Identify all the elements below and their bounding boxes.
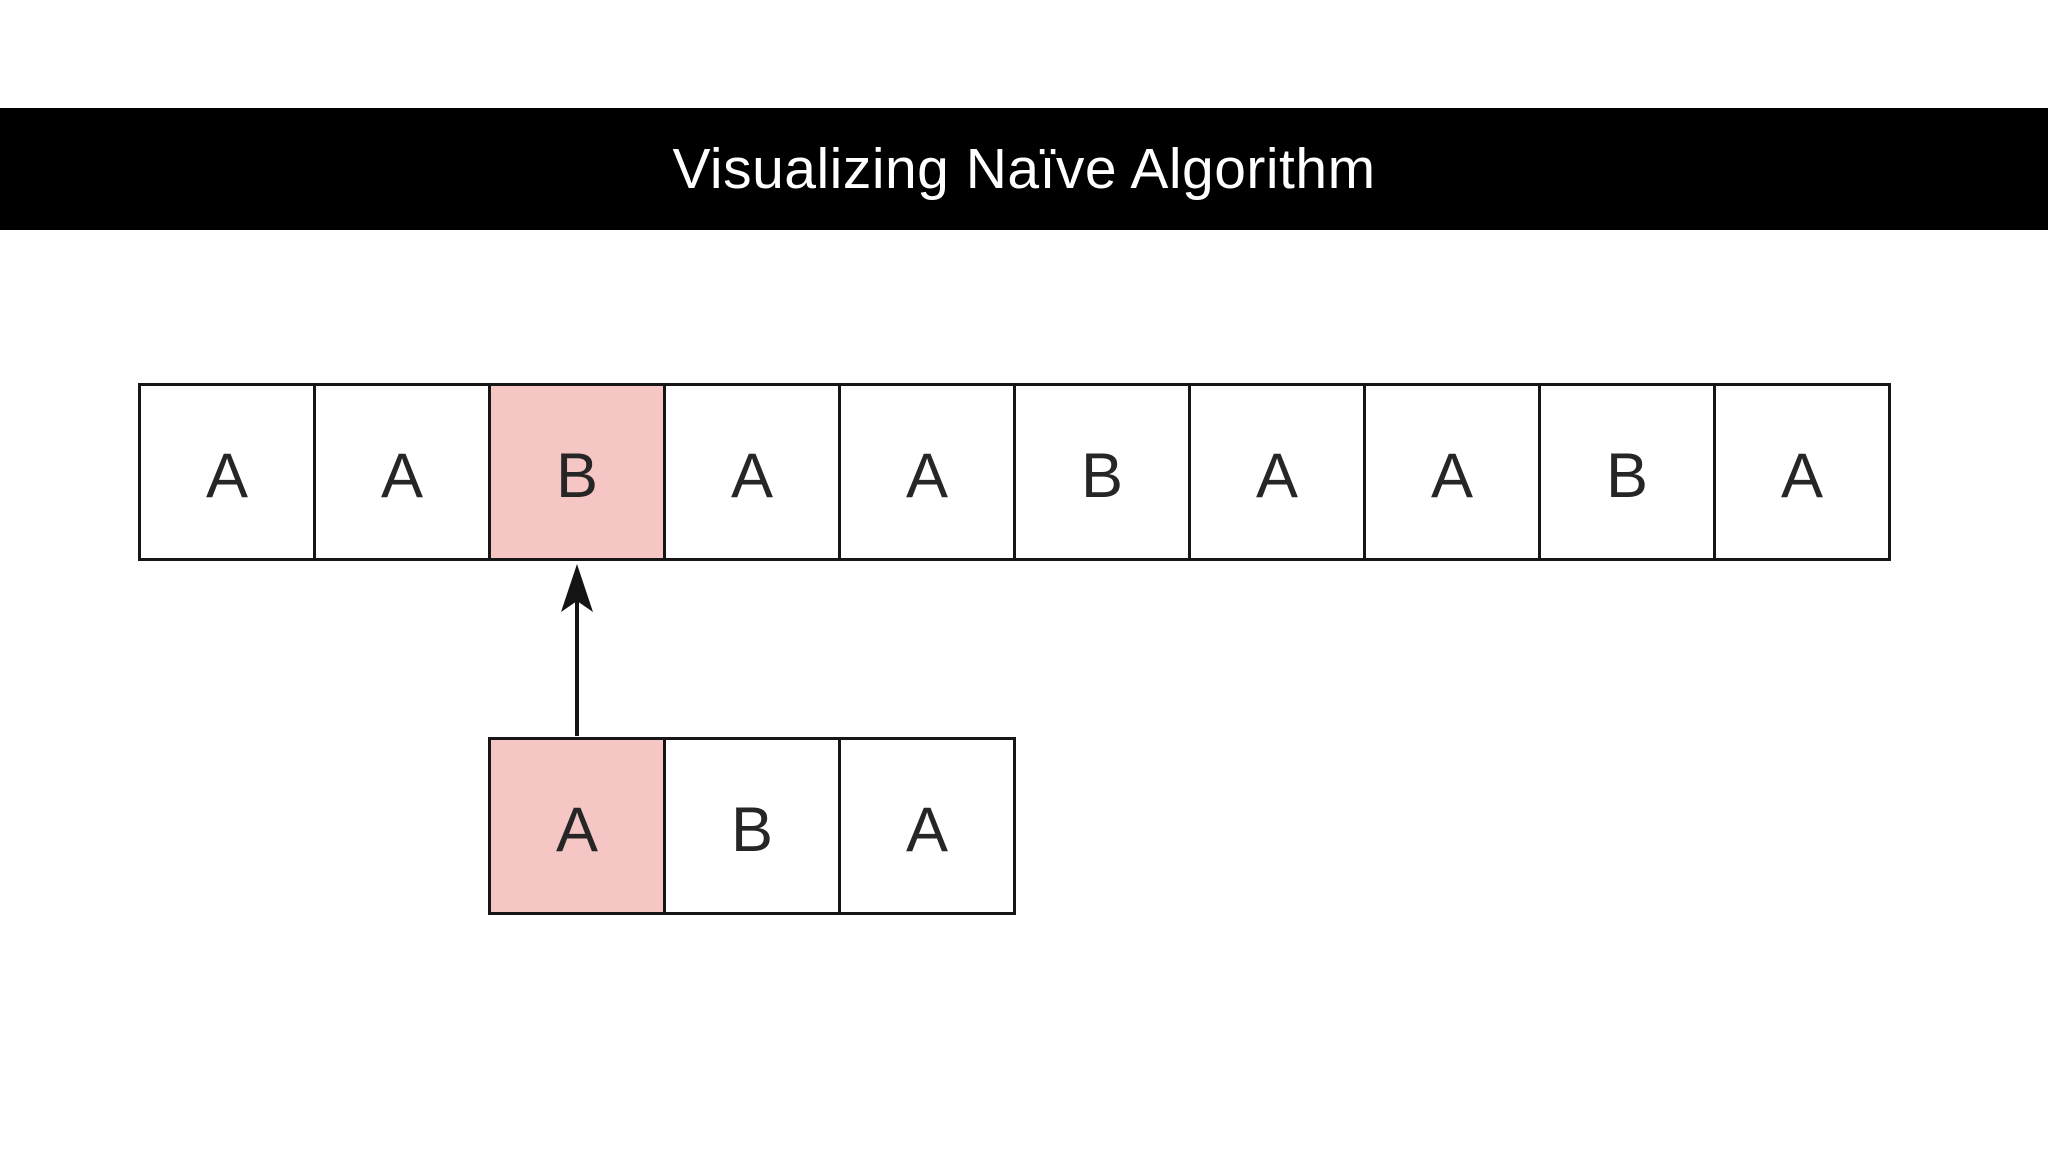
text-cell-0: A [138, 383, 316, 561]
text-cell-8: B [1538, 383, 1716, 561]
pattern-cell-2: A [838, 737, 1016, 915]
text-string-row: A A B A A B A A B A [138, 383, 1891, 561]
title-bar: Visualizing Naïve Algorithm [0, 108, 2048, 230]
text-cell-3: A [663, 383, 841, 561]
text-cell-1: A [313, 383, 491, 561]
text-cell-9: A [1713, 383, 1891, 561]
text-cell-6: A [1188, 383, 1366, 561]
comparison-arrow-icon [561, 564, 593, 736]
pattern-row: A B A [488, 737, 1016, 915]
text-cell-4: A [838, 383, 1016, 561]
slide-title: Visualizing Naïve Algorithm [672, 137, 1376, 201]
pattern-cell-0: A [488, 737, 666, 915]
text-cell-7: A [1363, 383, 1541, 561]
pattern-cell-1: B [663, 737, 841, 915]
text-cell-5: B [1013, 383, 1191, 561]
text-cell-2: B [488, 383, 666, 561]
